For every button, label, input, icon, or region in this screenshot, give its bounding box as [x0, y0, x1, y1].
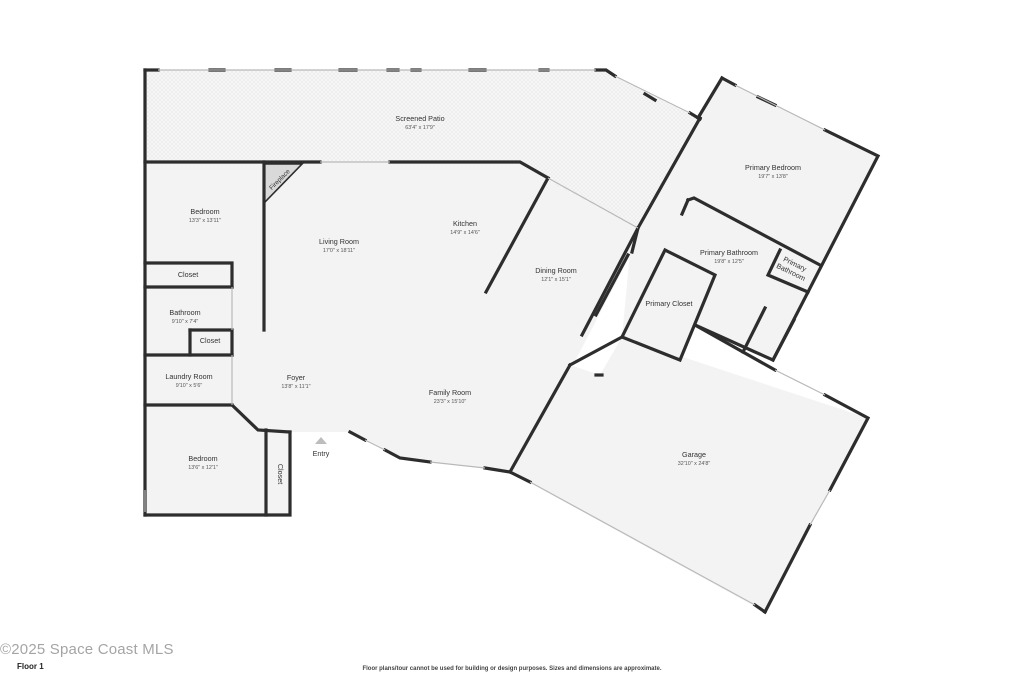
room-dims-primary-bathroom: 19'8" x 12'5" [714, 259, 744, 265]
room-name-garage: Garage [682, 450, 706, 459]
room-name-bathroom: Bathroom [169, 308, 200, 317]
floor-label: Floor 1 [17, 662, 44, 671]
room-dims-family-room: 23'3" x 15'10" [434, 399, 467, 405]
garage-floor [510, 337, 868, 612]
house-floor [145, 162, 638, 515]
room-name-family-room: Family Room [429, 388, 471, 397]
room-name-bedroom-2: Bedroom [188, 454, 217, 463]
room-name-kitchen: Kitchen [453, 219, 477, 228]
room-name-closet-3: Closet [276, 464, 285, 484]
room-dims-screened-patio: 63'4" x 17'9" [405, 125, 435, 131]
entry-arrow-icon [315, 437, 327, 444]
room-name-foyer: Foyer [287, 373, 306, 382]
room-dims-living-room: 17'0" x 18'11" [323, 248, 355, 254]
room-name-dining-room: Dining Room [535, 266, 577, 275]
screened-patio-floor [145, 70, 698, 228]
room-name-primary-closet: Primary Closet [645, 299, 692, 308]
room-name-living-room: Living Room [319, 237, 359, 246]
watermark: ©2025 Space Coast MLS [0, 641, 174, 658]
room-dims-bedroom-2: 13'6" x 12'1" [188, 465, 218, 471]
room-name-laundry: Laundry Room [165, 372, 212, 381]
room-name-primary-bathroom: Primary Bathroom [700, 248, 758, 257]
room-dims-bedroom-1: 13'3" x 13'11" [189, 218, 221, 224]
room-dims-kitchen: 14'9" x 14'6" [450, 230, 480, 236]
room-name-bedroom-1: Bedroom [190, 207, 219, 216]
room-dims-primary-bedroom: 19'7" x 13'8" [758, 174, 788, 180]
room-dims-bathroom: 9'10" x 7'4" [172, 319, 199, 325]
primary-wing-floor [622, 78, 878, 360]
entry-label: Entry [313, 449, 330, 458]
room-name-primary-bedroom: Primary Bedroom [745, 163, 801, 172]
room-dims-laundry: 9'10" x 5'6" [176, 383, 203, 389]
room-dims-foyer: 13'8" x 11'1" [281, 384, 310, 390]
room-name-closet-2: Closet [200, 336, 220, 345]
room-dims-dining-room: 12'1" x 15'1" [541, 277, 571, 283]
disclaimer: Floor plans/tour cannot be used for buil… [362, 666, 662, 672]
room-name-screened-patio: Screened Patio [395, 114, 444, 123]
room-name-closet-1: Closet [178, 270, 198, 279]
room-dims-garage: 32'10" x 24'8" [678, 461, 711, 467]
windows [144, 69, 831, 606]
